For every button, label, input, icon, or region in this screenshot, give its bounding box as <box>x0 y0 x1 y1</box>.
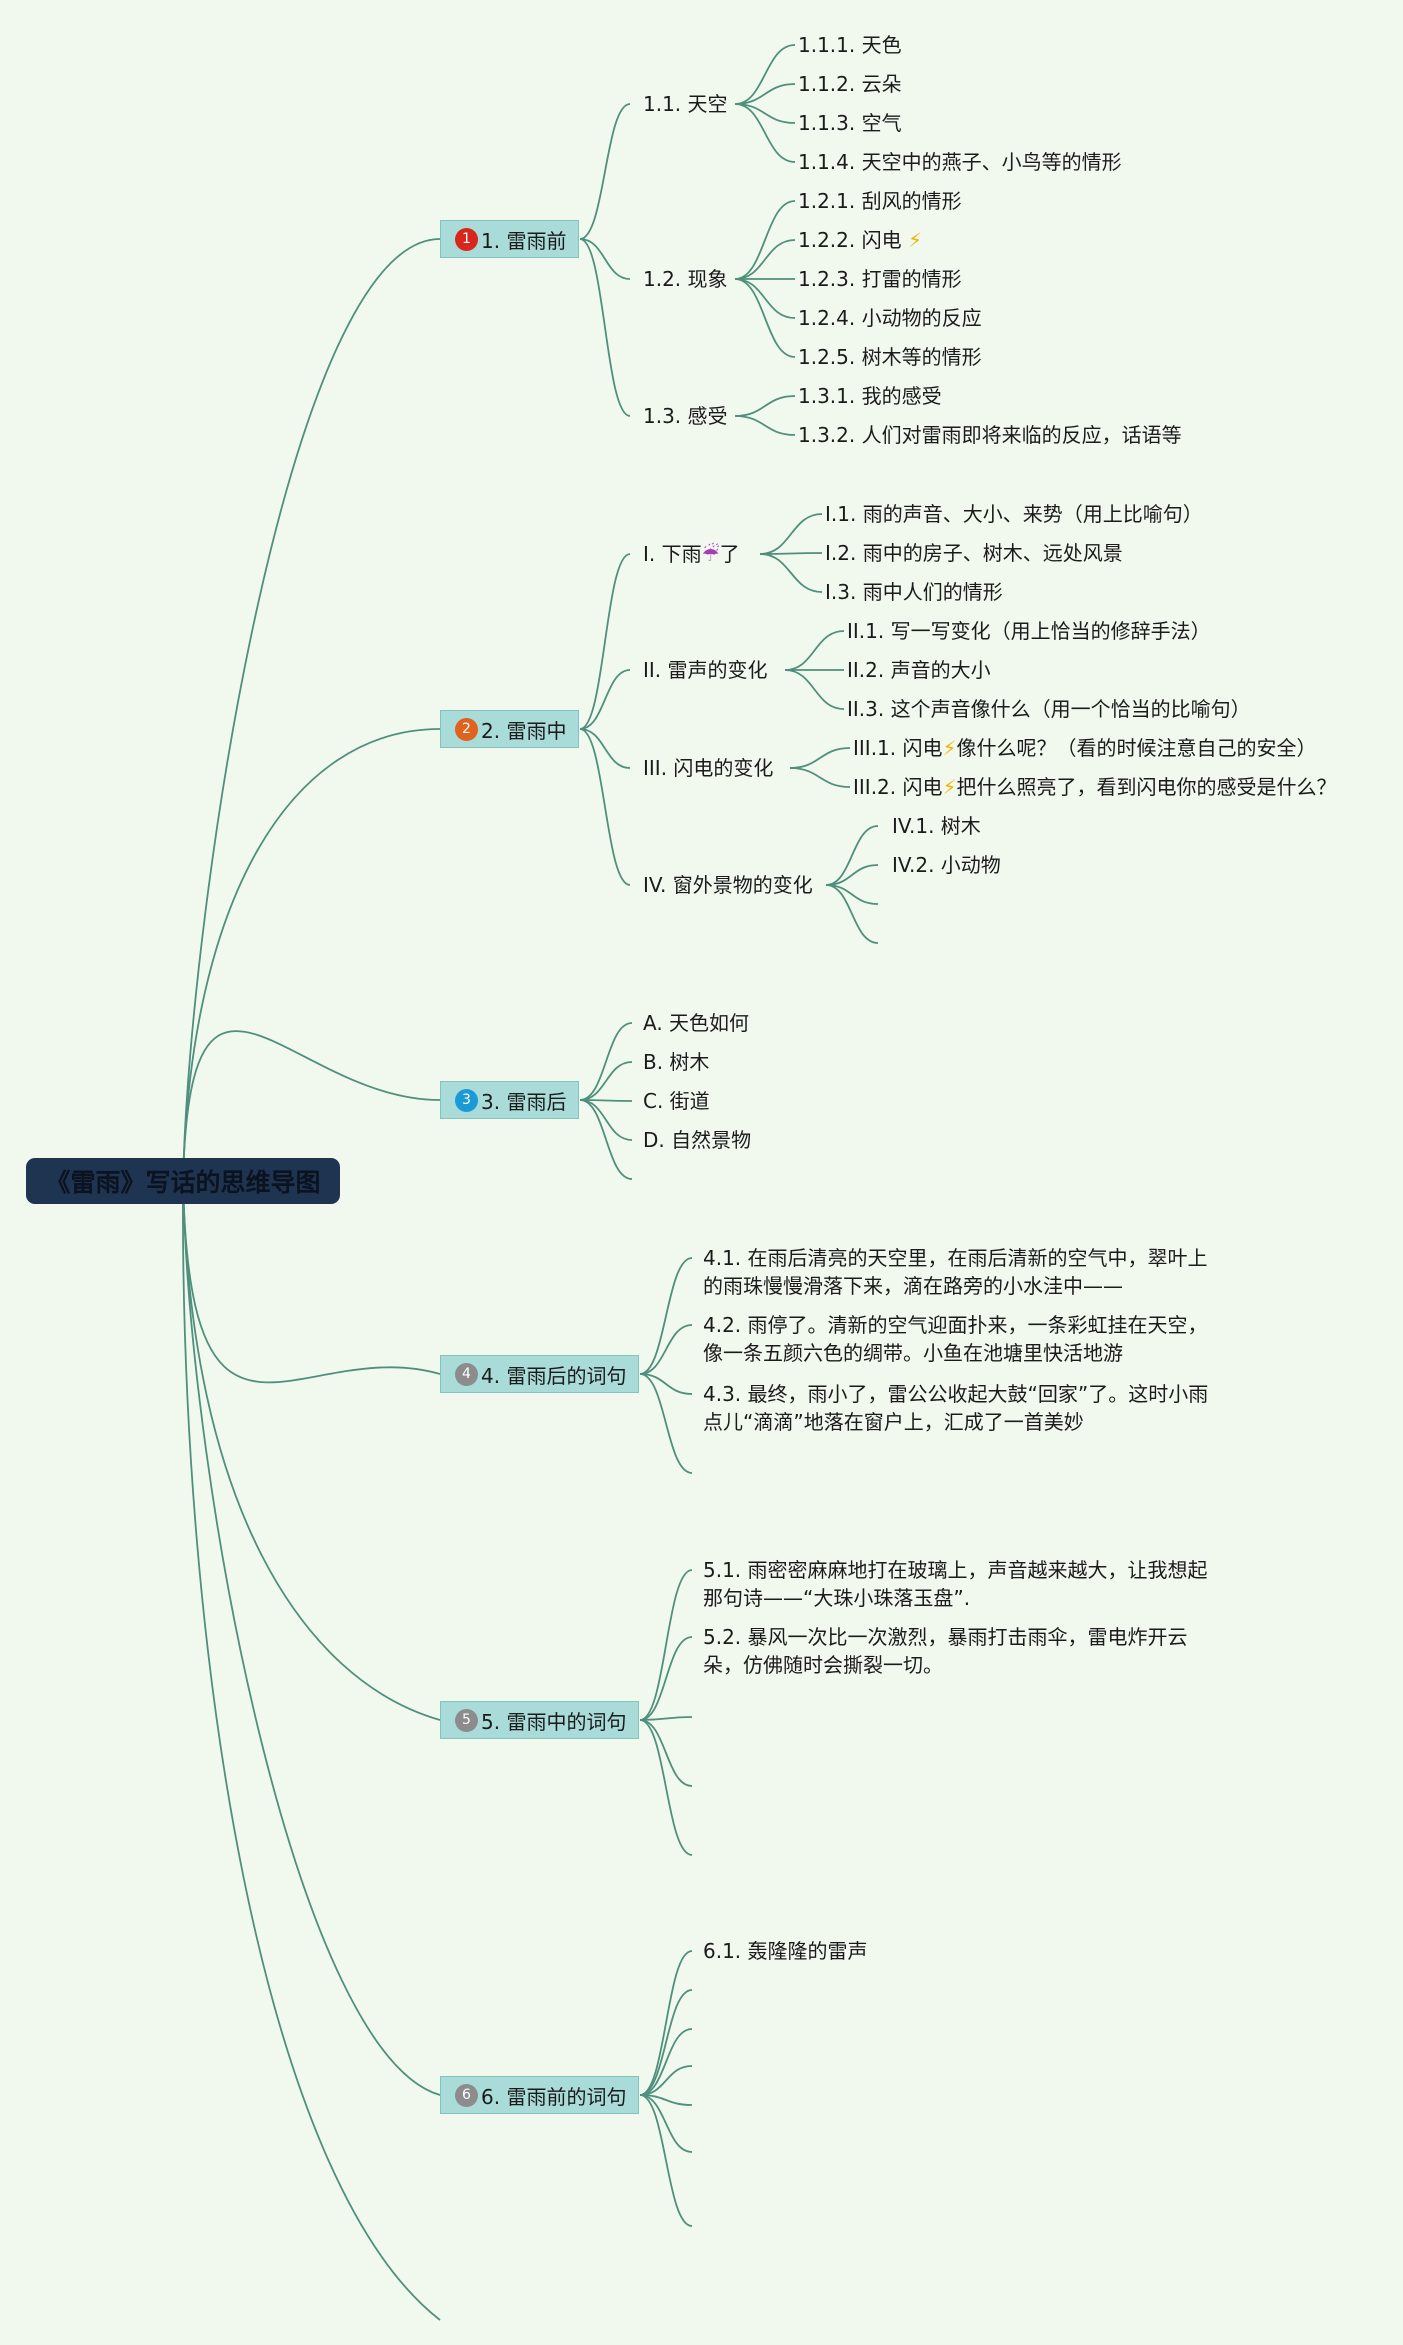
leaf-lightning-lit-label: III.2. 闪电 <box>853 775 943 799</box>
phrase-before-1[interactable]: 6.1. 轰隆隆的雷声 <box>703 1939 868 1963</box>
leaf-lightning[interactable]: 1.2.2. 闪电 ⚡ <box>798 227 922 253</box>
node-phenomena[interactable]: 1.2. 现象 <box>643 267 728 291</box>
leaf-thunder-volume[interactable]: II.2. 声音的大小 <box>847 658 991 682</box>
leaf-lightning-like-text: 像什么呢？（看的时候注意自己的安全） <box>956 736 1317 760</box>
branch-label: 1. 雷雨前 <box>481 228 567 253</box>
phrase-after-3[interactable]: 4.3. 最终，雨小了，雷公公收起大鼓“回家”了。这时小雨点儿“滴滴”地落在窗户… <box>703 1382 1209 1434</box>
branch-label: 4. 雷雨后的词句 <box>481 1363 627 1388</box>
phrase-after-1[interactable]: 4.1. 在雨后清亮的天空里，在雨后清新的空气中，翠叶上的雨珠慢慢滑落下来，滴在… <box>703 1246 1208 1298</box>
priority-6-icon: 6 <box>455 2083 478 2107</box>
leaf-window-trees[interactable]: IV.1. 树木 <box>892 814 981 838</box>
root-topic[interactable]: 《雷雨》写话的思维导图 <box>26 1158 340 1204</box>
lightning-icon: ⚡ <box>942 736 957 760</box>
node-lightning-change[interactable]: III. 闪电的变化 <box>643 756 774 780</box>
leaf-animals[interactable]: 1.2.4. 小动物的反应 <box>798 306 982 330</box>
leaf-clouds[interactable]: 1.1.2. 云朵 <box>798 72 902 96</box>
priority-1-icon: 1 <box>455 227 478 251</box>
leaf-rain-people[interactable]: I.3. 雨中人们的情形 <box>825 580 1003 604</box>
leaf-lightning-like[interactable]: III.1. 闪电⚡像什么呢？（看的时候注意自己的安全） <box>853 735 1317 761</box>
leaf-trees[interactable]: 1.2.5. 树木等的情形 <box>798 345 982 369</box>
leaf-air[interactable]: 1.1.3. 空气 <box>798 111 902 135</box>
phrase-during-2[interactable]: 5.2. 暴风一次比一次激烈，暴雨打击雨伞，雷电炸开云朵，仿佛随时会撕裂一切。 <box>703 1625 1188 1677</box>
leaf-sky-after[interactable]: A. 天色如何 <box>643 1011 750 1035</box>
leaf-lightning-lit[interactable]: III.2. 闪电⚡把什么照亮了，看到闪电你的感受是什么？ <box>853 774 1337 800</box>
branch-before-phrases[interactable]: 6 6. 雷雨前的词句 <box>440 2076 640 2114</box>
branch-before-storm[interactable]: 1 1. 雷雨前 <box>440 220 580 258</box>
leaf-rain-scenery[interactable]: I.2. 雨中的房子、树木、远处风景 <box>825 541 1123 565</box>
leaf-window-animals[interactable]: IV.2. 小动物 <box>892 853 1001 877</box>
leaf-wind[interactable]: 1.2.1. 刮风的情形 <box>798 189 962 213</box>
branch-during-storm[interactable]: 2 2. 雷雨中 <box>440 710 580 748</box>
branch-during-phrases[interactable]: 5 5. 雷雨中的词句 <box>440 1701 640 1739</box>
leaf-thunder-change[interactable]: II.1. 写一写变化（用上恰当的修辞手法） <box>847 619 1211 643</box>
branch-after-phrases[interactable]: 4 4. 雷雨后的词句 <box>440 1355 640 1393</box>
lightning-icon: ⚡ <box>942 775 957 799</box>
leaf-sky-color[interactable]: 1.1.1. 天色 <box>798 33 902 57</box>
branch-label: 6. 雷雨前的词句 <box>481 2084 627 2109</box>
priority-2-icon: 2 <box>455 717 478 741</box>
node-raining-label: I. 下雨 <box>643 542 702 566</box>
priority-3-icon: 3 <box>455 1088 478 1112</box>
phrase-after-2[interactable]: 4.2. 雨停了。清新的空气迎面扑来，一条彩虹挂在天空，像一条五颜六色的绸带。小… <box>703 1313 1208 1365</box>
node-raining[interactable]: I. 下雨☔了 <box>643 541 740 567</box>
node-sky[interactable]: 1.1. 天空 <box>643 92 728 116</box>
leaf-thunder[interactable]: 1.2.3. 打雷的情形 <box>798 267 962 291</box>
umbrella-icon: ☔ <box>701 542 720 566</box>
priority-4-icon: 4 <box>455 1362 478 1386</box>
leaf-lightning-label: 1.2.2. 闪电 <box>798 228 902 252</box>
leaf-thunder-simile[interactable]: II.3. 这个声音像什么（用一个恰当的比喻句） <box>847 697 1251 721</box>
phrase-during-1[interactable]: 5.1. 雨密密麻麻地打在玻璃上，声音越来越大，让我想起那句诗——“大珠小珠落玉… <box>703 1558 1208 1610</box>
leaf-my-feelings[interactable]: 1.3.1. 我的感受 <box>798 384 942 408</box>
leaf-rain-sound[interactable]: I.1. 雨的声音、大小、来势（用上比喻句） <box>825 502 1203 526</box>
branch-label: 2. 雷雨中 <box>481 718 567 743</box>
branch-after-storm[interactable]: 3 3. 雷雨后 <box>440 1081 580 1119</box>
leaf-street-after[interactable]: C. 街道 <box>643 1089 710 1113</box>
leaf-lightning-like-label: III.1. 闪电 <box>853 736 943 760</box>
priority-5-icon: 5 <box>455 1708 478 1732</box>
node-feelings[interactable]: 1.3. 感受 <box>643 404 728 428</box>
node-raining-suffix: 了 <box>719 542 740 566</box>
node-window-scenery[interactable]: IV. 窗外景物的变化 <box>643 873 813 897</box>
lightning-icon: ⚡ <box>907 228 923 252</box>
leaf-people-reaction[interactable]: 1.3.2. 人们对雷雨即将来临的反应，话语等 <box>798 423 1182 447</box>
leaf-lightning-lit-text: 把什么照亮了，看到闪电你的感受是什么？ <box>956 775 1337 799</box>
branch-label: 5. 雷雨中的词句 <box>481 1709 627 1734</box>
root-title: 《雷雨》写话的思维导图 <box>45 1168 321 1197</box>
branch-label: 3. 雷雨后 <box>481 1089 567 1114</box>
leaf-trees-after[interactable]: B. 树木 <box>643 1050 710 1074</box>
leaf-nature-after[interactable]: D. 自然景物 <box>643 1128 752 1152</box>
node-thunder-change[interactable]: II. 雷声的变化 <box>643 658 768 682</box>
leaf-birds[interactable]: 1.1.4. 天空中的燕子、小鸟等的情形 <box>798 150 1122 174</box>
